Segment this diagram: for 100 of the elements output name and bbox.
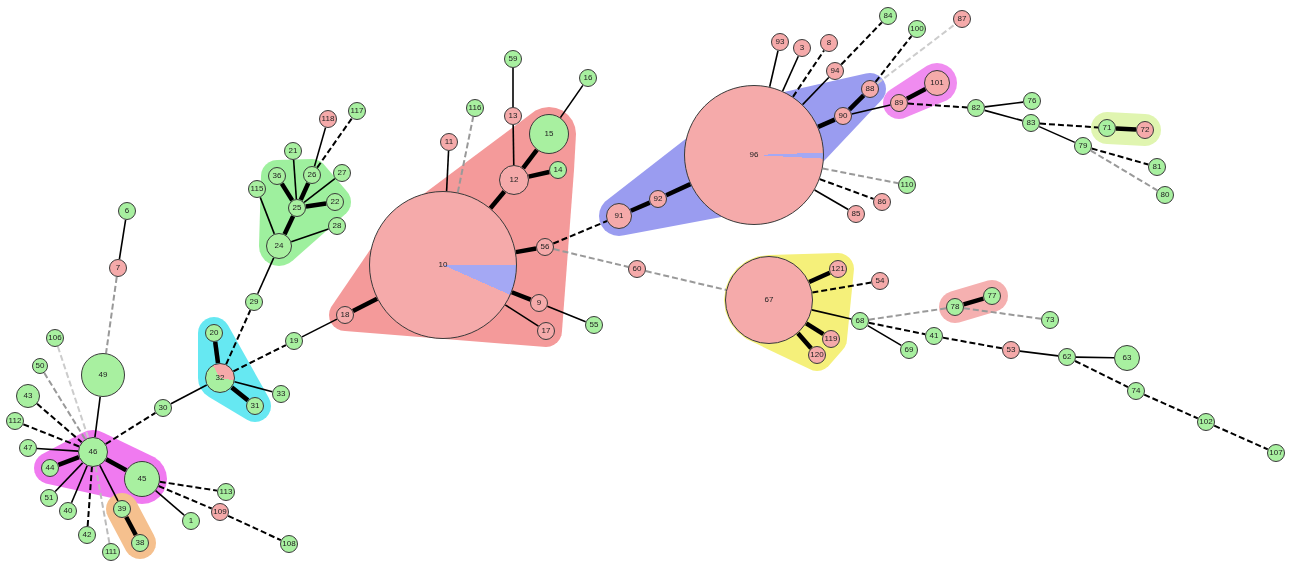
connector-line [521,148,539,170]
node-circle [19,439,37,457]
connector-line [99,464,119,502]
node-circle [1041,311,1059,329]
node-label: 26 [307,171,317,179]
node-circle [771,33,789,51]
node-label: 20 [209,329,219,337]
connector-line [22,423,81,448]
node-circle [46,329,64,347]
node-circle [285,332,303,350]
connector-line [94,465,111,545]
node-circle [328,217,346,235]
connector-line [644,270,728,291]
connector-line [290,228,330,243]
node-circle [440,133,458,151]
node-label: 110 [900,181,914,189]
connector-line [86,465,93,527]
node-label: 31 [250,402,260,410]
node-label: 109 [213,508,227,516]
node-label: 6 [124,207,130,215]
connector-line [303,177,336,204]
connector-line [512,67,514,108]
node-label: 73 [1045,316,1055,324]
connector-line [512,124,515,166]
node-label: 28 [332,222,342,230]
node-label: 21 [288,147,298,155]
connector-line [817,117,836,129]
node-label: 67 [764,296,774,304]
node-circle [16,384,40,408]
node-label: 47 [23,444,33,452]
node-label: 15 [544,130,554,138]
connector-line [1089,149,1159,192]
node-label: 29 [249,298,259,306]
node-circle [217,483,235,501]
node-circle [59,502,77,520]
connector-line [630,200,651,213]
node-label: 3 [799,44,805,52]
node-circle [78,526,96,544]
connector-line [813,189,849,211]
connector-line [282,215,296,236]
node-circle [504,50,522,68]
connector-line [301,318,338,338]
node-circle [793,39,811,57]
node-label: 101 [930,79,944,87]
node-circle [1156,186,1174,204]
node-label: 49 [98,371,108,379]
node-label: 78 [950,303,960,311]
connector-line [57,455,80,467]
node-label: 85 [851,210,861,218]
node-label: 7 [115,264,121,272]
node-circle [898,176,916,194]
node-label: 87 [957,15,967,23]
node-label: 41 [929,332,939,340]
node-label: 117 [350,107,364,115]
node-circle [118,202,136,220]
connector-line [1038,125,1076,144]
node-label: 115 [250,185,264,193]
node-label: 9 [536,299,542,307]
connector-line [905,87,927,101]
node-label: 100 [910,25,924,33]
node-label: 16 [583,74,593,82]
node-label: 76 [1027,97,1037,105]
node-circle [579,69,597,87]
connector-line [791,49,825,98]
connector-line [867,321,927,336]
connector-line [118,219,127,260]
connector-line [1115,126,1137,132]
connector-line [811,309,853,320]
node-label: 45 [137,475,147,483]
connector-line [305,201,327,209]
connector-line [808,270,831,285]
node-label: 59 [508,55,518,63]
node-label: 36 [272,172,282,180]
node-label: 62 [1062,353,1072,361]
connector-line [292,159,298,200]
node-label: 91 [614,212,624,220]
node-label: 89 [894,99,904,107]
connector-line [54,462,84,493]
node-circle [1148,158,1166,176]
node-label: 116 [468,104,482,112]
connector-line [559,84,584,119]
node-label: 79 [1078,142,1088,150]
node-circle [1114,345,1140,371]
connector-line [1019,350,1059,357]
node-label: 39 [117,505,127,513]
connector-line [1090,147,1150,166]
connector-line [230,385,250,403]
node-circle [847,205,865,223]
node-label: 80 [1160,191,1170,199]
node-circle [280,535,298,553]
connector-line [154,489,185,516]
connector-line [941,336,1004,350]
node-label: 106 [48,334,62,342]
connector-line [445,150,450,192]
node-circle [1197,413,1215,431]
node-label: 42 [82,531,92,539]
node-circle [1267,444,1285,462]
node-circle [6,412,24,430]
node-label: 43 [23,392,33,400]
connector-line [227,514,282,542]
